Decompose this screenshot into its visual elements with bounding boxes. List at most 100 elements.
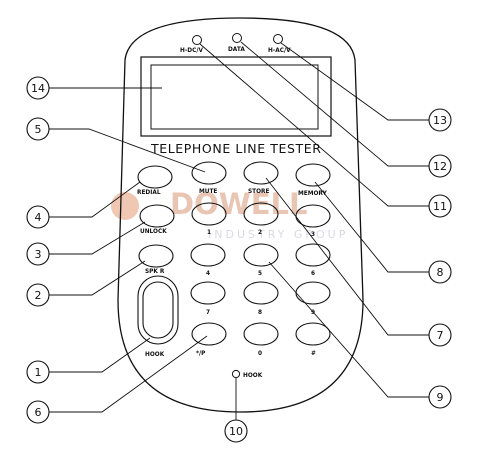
data-led-icon — [232, 33, 242, 43]
callout-3-circle — [26, 242, 50, 266]
callout-12: 12 — [433, 160, 447, 173]
unlock-button[interactable] — [139, 204, 175, 228]
callout-5: 5 — [35, 123, 42, 136]
leader-line-6 — [49, 335, 208, 413]
key-8-button[interactable] — [243, 281, 279, 305]
key-star-button[interactable] — [191, 322, 227, 346]
hook-button[interactable] — [137, 275, 179, 345]
key-3-label: 3 — [311, 232, 315, 238]
leader-line-3 — [49, 221, 146, 255]
key-6-label: 6 — [311, 271, 315, 277]
redial-label: REDIAL — [137, 190, 161, 196]
key-1-label: 1 — [207, 230, 211, 236]
indicator-leds: H-DC/V DATA H-AC/V — [180, 33, 291, 54]
store-label: STORE — [248, 189, 270, 195]
leader-line-5 — [49, 128, 206, 173]
callout-2-circle — [26, 283, 50, 307]
callout-13-circle — [428, 108, 452, 132]
speaker-label: SPK R — [145, 269, 165, 275]
indicator-label-h-dcv: H-DC/V — [180, 48, 203, 54]
hook-button-label: HOOK — [145, 352, 165, 358]
key-5-button[interactable] — [243, 243, 279, 267]
key-hash-button[interactable] — [295, 322, 331, 346]
key-2-button[interactable] — [243, 202, 279, 226]
mute-label: MUTE — [199, 189, 217, 195]
callout-10-circle — [224, 419, 248, 443]
key-labels: REDIAL MUTE STORE MEMORY UNLOCK SPK R 1 … — [137, 189, 328, 358]
callout-2: 2 — [35, 289, 42, 302]
leader-line-8 — [314, 181, 429, 273]
key-8-label: 8 — [258, 310, 262, 316]
lcd-screen-outer — [140, 56, 332, 137]
callout-14-circle — [26, 76, 50, 100]
h-dcv-led-icon — [192, 35, 202, 45]
callout-numbers: 14 5 4 3 2 1 6 10 9 7 8 11 12 13 — [31, 82, 447, 438]
callout-markers — [26, 76, 452, 443]
leader-line-2 — [49, 260, 146, 296]
key-2-label: 2 — [258, 230, 262, 236]
watermark-brand: DOWELL — [170, 187, 307, 221]
leader-line-9 — [268, 261, 429, 398]
callout-3: 3 — [35, 248, 42, 261]
leader-line-11 — [199, 43, 429, 207]
key-9-label: 9 — [311, 310, 315, 316]
hook-button-inner — [142, 281, 174, 339]
leader-line-1 — [49, 337, 151, 373]
device-title: TELEPHONE LINE TESTER — [150, 141, 322, 156]
watermark-sub: INDUSTRY GROUP — [208, 228, 348, 241]
callout-1-circle — [26, 360, 50, 384]
callout-7: 7 — [437, 329, 444, 342]
key-5-label: 5 — [258, 271, 262, 277]
hook-led-label: HOOK — [243, 373, 263, 379]
callout-1: 1 — [35, 366, 42, 379]
callout-11: 11 — [433, 200, 447, 213]
callout-4-circle — [26, 205, 50, 229]
leader-line-12 — [240, 41, 429, 167]
callout-11-circle — [428, 194, 452, 218]
callout-9: 9 — [437, 391, 444, 404]
callout-13: 13 — [433, 114, 447, 127]
redial-button[interactable] — [137, 165, 173, 189]
store-button[interactable] — [243, 161, 279, 185]
key-9-button[interactable] — [295, 281, 331, 305]
leader-line-4 — [49, 181, 141, 218]
memory-button[interactable] — [295, 163, 331, 187]
key-0-button[interactable] — [243, 322, 279, 346]
key-star-label: */P — [196, 351, 206, 357]
key-hash-label: # — [311, 351, 316, 357]
leader-lines — [49, 41, 429, 420]
key-7-button[interactable] — [190, 281, 226, 305]
callout-14: 14 — [31, 82, 45, 95]
callout-7-circle — [428, 323, 452, 347]
callout-9-circle — [428, 385, 452, 409]
leader-line-7 — [265, 177, 429, 336]
callout-6: 6 — [35, 406, 42, 419]
device-body — [117, 17, 364, 413]
watermark: DOWELL INDUSTRY GROUP — [111, 187, 348, 241]
h-acv-led-icon — [273, 34, 283, 44]
key-0-label: 0 — [258, 351, 262, 357]
key-4-button[interactable] — [190, 243, 226, 267]
key-4-label: 4 — [206, 271, 210, 277]
unlock-label: UNLOCK — [140, 229, 167, 235]
callout-6-circle — [26, 400, 50, 424]
callout-8-circle — [428, 260, 452, 284]
callout-5-circle — [26, 117, 50, 141]
key-6-button[interactable] — [295, 243, 331, 267]
mute-button[interactable] — [191, 161, 227, 185]
lcd-screen — [150, 64, 319, 130]
indicator-label-data: DATA — [228, 47, 245, 53]
indicator-label-h-acv: H-AC/V — [268, 48, 291, 54]
key-1-button[interactable] — [191, 202, 227, 226]
hook-led-icon — [231, 369, 241, 379]
speaker-button[interactable] — [138, 244, 174, 268]
callout-10: 10 — [229, 425, 243, 438]
key-7-label: 7 — [206, 310, 210, 316]
memory-label: MEMORY — [298, 191, 328, 197]
callout-8: 8 — [437, 266, 444, 279]
leader-line-13 — [280, 42, 429, 121]
watermark-logo-icon — [111, 192, 139, 220]
callout-12-circle — [428, 154, 452, 178]
callout-4: 4 — [35, 211, 42, 224]
